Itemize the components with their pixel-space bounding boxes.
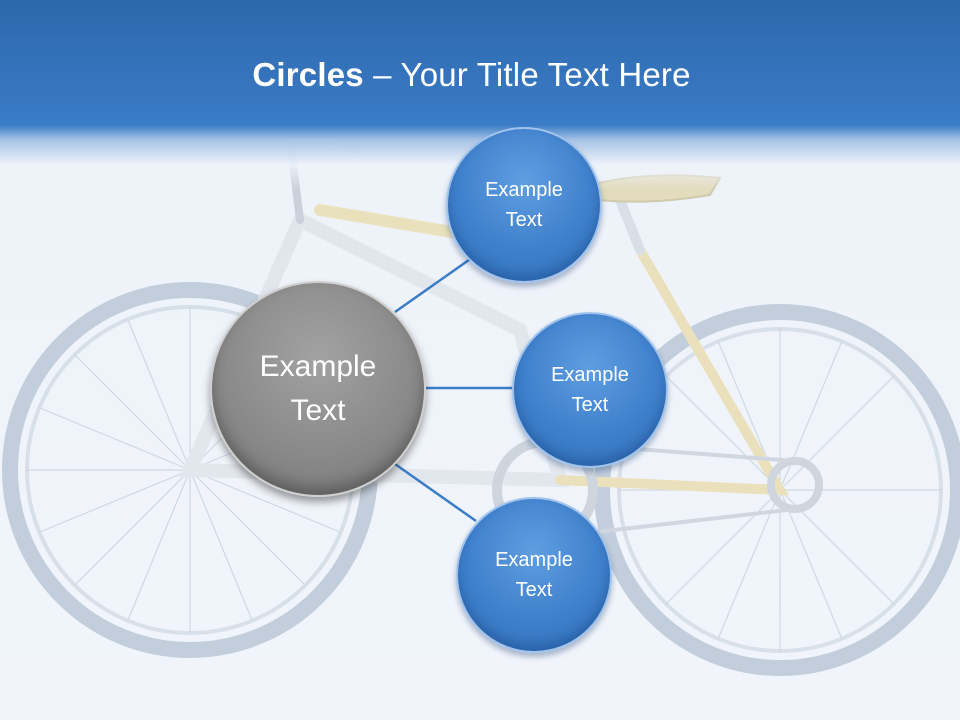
node-circle-top[interactable]: Example Text bbox=[446, 127, 602, 283]
connector-line-bottom bbox=[394, 462, 477, 523]
node-circle-top-line1: Example bbox=[485, 179, 563, 201]
node-circle-middle-line2: Text bbox=[571, 394, 609, 416]
node-circle-top-line2: Text bbox=[505, 209, 543, 231]
center-circle-line1: Example bbox=[259, 350, 377, 383]
title-rest-part: – Your Title Text Here bbox=[363, 56, 691, 93]
center-circle[interactable]: Example Text bbox=[210, 281, 426, 497]
slide-title: Circles – Your Title Text Here bbox=[0, 56, 943, 94]
node-circle-middle-line1: Example bbox=[551, 364, 629, 386]
center-circle-line2: Text bbox=[290, 394, 346, 427]
node-circle-middle[interactable]: Example Text bbox=[512, 312, 668, 468]
title-bold-part: Circles bbox=[252, 56, 364, 93]
node-circle-bottom-line1: Example bbox=[495, 549, 573, 571]
node-circle-bottom[interactable]: Example Text bbox=[456, 497, 612, 653]
node-circle-bottom-line2: Text bbox=[515, 579, 553, 601]
connector-line-top bbox=[394, 253, 477, 314]
